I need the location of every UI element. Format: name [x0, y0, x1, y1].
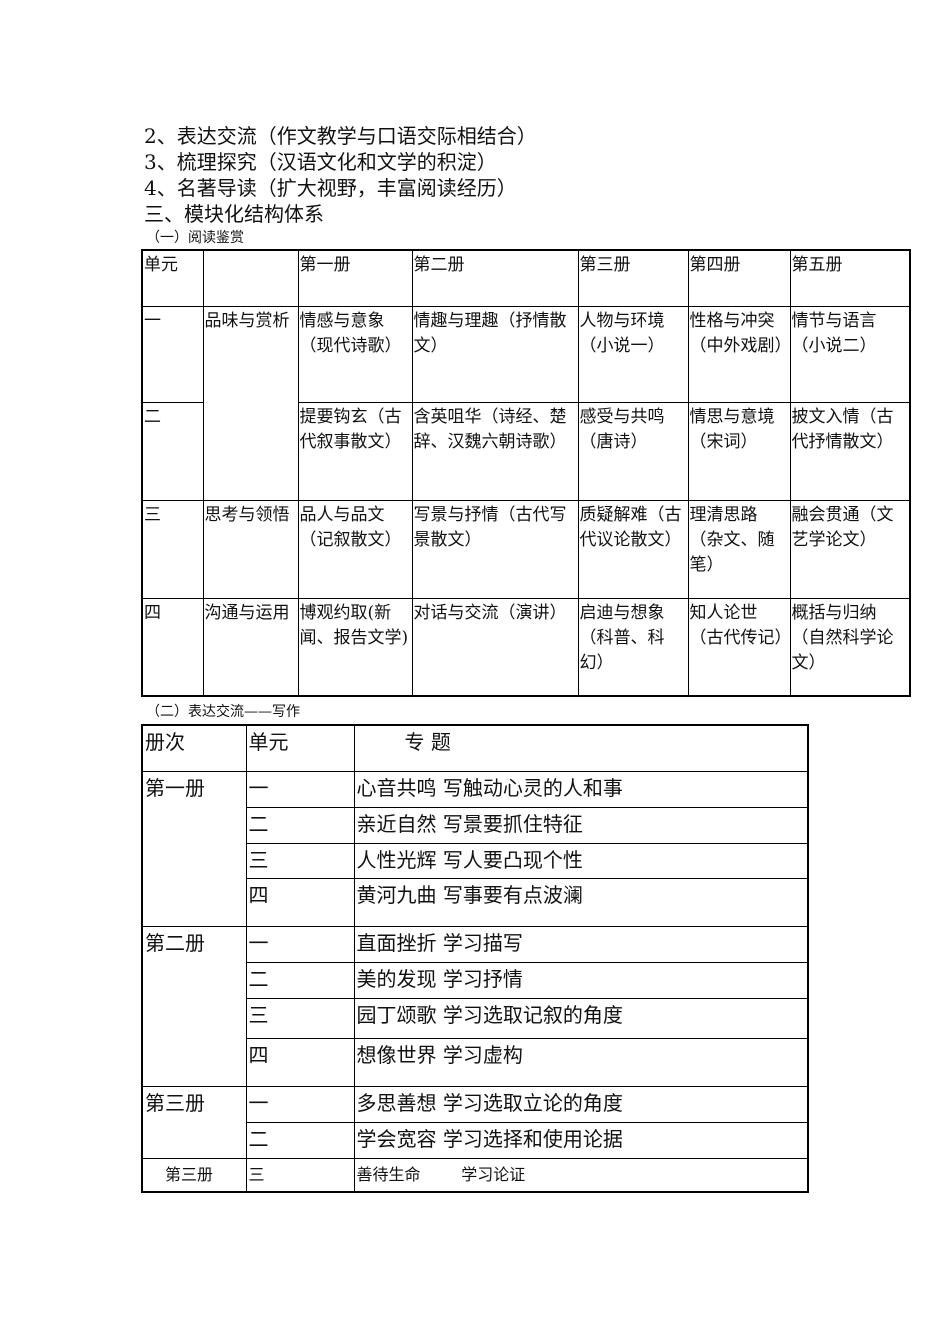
content-cell: 品人与品文（记叙散文）	[297, 499, 413, 599]
topic-cell: 多思善想 学习选取立论的角度	[353, 1085, 809, 1123]
book-cell: 第三册	[141, 1157, 247, 1192]
header-cell: 专 题	[353, 724, 809, 772]
reading-caption: （一）阅读鉴赏	[146, 230, 244, 246]
unit-cell: 一	[245, 770, 355, 808]
reading-header-row: 单元 第一册 第二册 第三册 第四册 第五册	[141, 249, 911, 307]
header-cell: 单元	[141, 249, 204, 307]
header-cell	[202, 249, 299, 307]
unit-cell: 二	[245, 806, 355, 844]
content-cell: 质疑解难（古代议论散文）	[577, 499, 689, 599]
unit-cell: 一	[245, 1085, 355, 1123]
table-row: 四 黄河九曲 写事要有点波澜	[142, 877, 809, 927]
content-cell: 对话与交流（演讲）	[411, 597, 579, 697]
topic-cell: 园丁颂歌 学习选取记叙的角度	[353, 997, 809, 1039]
header-cell: 第一册	[297, 249, 413, 307]
unit-cell: 三	[245, 842, 355, 879]
book-cell: 第二册	[141, 925, 247, 1087]
topic-cell: 心音共鸣 写触动心灵的人和事	[353, 770, 809, 808]
topic-cell: 学会宽容 学习选择和使用论据	[353, 1121, 809, 1159]
book-cell: 第三册	[141, 1085, 247, 1159]
theme-cell: 思考与领悟	[202, 499, 299, 599]
unit-cell: 四	[245, 1037, 355, 1087]
writing-header-row: 册次 单元 专 题	[141, 724, 809, 772]
content-cell: 感受与共鸣（唐诗）	[577, 401, 689, 501]
outline-line-3: 3、梳理探究（汉语文化和文学的积淀）	[144, 150, 497, 174]
topic-cell: 直面挫折 学习描写	[353, 925, 809, 963]
content-cell: 知人论世（古代传记）	[687, 597, 792, 697]
topic-cell: 想像世界 学习虚构	[353, 1037, 809, 1087]
theme-cell: 品味与赏析	[202, 305, 299, 501]
table-row: 三 思考与领悟 品人与品文（记叙散文） 写景与抒情（古代写景散文） 质疑解难（古…	[141, 499, 911, 599]
header-cell: 第二册	[411, 249, 579, 307]
theme-cell: 沟通与运用	[202, 597, 299, 697]
header-cell: 第五册	[789, 249, 911, 307]
table-row: 四 沟通与运用 博观约取(新闻、报告文学) 对话与交流（演讲） 启迪与想象（科普…	[141, 597, 911, 697]
topic-cell: 善待生命 学习论证	[353, 1157, 809, 1192]
content-cell: 博观约取(新闻、报告文学)	[297, 597, 413, 697]
header-cell: 第三册	[577, 249, 689, 307]
unit-cell: 二	[245, 961, 355, 999]
content-cell: 启迪与想象（科普、科幻）	[577, 597, 689, 697]
content-cell: 情思与意境（宋词）	[687, 401, 791, 501]
writing-caption: （二）表达交流——写作	[146, 704, 300, 720]
unit-cell: 二	[141, 401, 204, 501]
content-cell: 理清思路（杂文、随笔）	[687, 499, 791, 599]
topic-cell: 黄河九曲 写事要有点波澜	[353, 877, 809, 927]
content-cell: 情趣与理趣（抒情散文）	[411, 305, 579, 403]
header-cell: 单元	[245, 724, 355, 772]
unit-cell: 一	[141, 305, 204, 403]
unit-cell: 三	[245, 1157, 355, 1192]
table-row: 四 想像世界 学习虚构	[142, 1037, 809, 1087]
table-row: 二 美的发现 学习抒情	[142, 961, 809, 999]
content-cell: 人物与环境（小说一）	[577, 305, 689, 403]
content-cell: 性格与冲突（中外戏剧）	[687, 305, 792, 403]
reading-table: 单元 第一册 第二册 第三册 第四册 第五册 一 品味与赏析 情感与意象（现代诗…	[141, 249, 911, 697]
table-row: 第三册 一 多思善想 学习选取立论的角度	[141, 1085, 809, 1159]
outline-line-4: 4、名著导读（扩大视野，丰富阅读经历）	[144, 176, 517, 200]
header-cell: 第四册	[687, 249, 791, 307]
unit-cell: 三	[245, 997, 355, 1039]
unit-cell: 一	[245, 925, 355, 963]
content-cell: 含英咀华（诗经、楚辞、汉魏六朝诗歌）	[411, 401, 579, 501]
writing-table: 册次 单元 专 题 第一册 一 心音共鸣 写触动心灵的人和事 二 亲近自然 写景…	[141, 724, 809, 1193]
topic-cell: 人性光辉 写人要凸现个性	[353, 842, 809, 879]
unit-cell: 四	[141, 597, 204, 697]
topic-cell: 亲近自然 写景要抓住特征	[353, 806, 809, 844]
content-cell: 融会贯通（文艺学论文）	[789, 499, 911, 599]
content-cell: 披文入情（古代抒情散文）	[789, 401, 911, 501]
topic-cell: 美的发现 学习抒情	[353, 961, 809, 999]
unit-cell: 四	[245, 877, 355, 927]
outline-line-2: 2、表达交流（作文教学与口语交际相结合）	[144, 124, 537, 148]
book-cell: 第一册	[141, 770, 247, 927]
section-heading: 三、模块化结构体系	[144, 202, 324, 226]
header-cell: 册次	[141, 724, 247, 772]
table-row: 第三册 三 善待生命 学习论证	[141, 1157, 809, 1192]
content-cell: 情感与意象（现代诗歌）	[297, 305, 413, 403]
table-row: 二 学会宽容 学习选择和使用论据	[142, 1121, 809, 1159]
content-cell: 提要钩玄（古代叙事散文）	[297, 401, 413, 501]
content-cell: 写景与抒情（古代写景散文）	[411, 499, 579, 599]
content-cell: 概括与归纳（自然科学论文）	[789, 597, 911, 697]
table-row: 二 亲近自然 写景要抓住特征	[142, 806, 809, 844]
table-row: 第一册 一 心音共鸣 写触动心灵的人和事	[141, 770, 809, 927]
table-row: 二 提要钩玄（古代叙事散文） 含英咀华（诗经、楚辞、汉魏六朝诗歌） 感受与共鸣（…	[141, 401, 911, 501]
content-cell: 情节与语言（小说二）	[789, 305, 911, 403]
table-row: 一 品味与赏析 情感与意象（现代诗歌） 情趣与理趣（抒情散文） 人物与环境（小说…	[141, 305, 911, 501]
unit-cell: 三	[141, 499, 204, 599]
table-row: 三 人性光辉 写人要凸现个性	[142, 842, 809, 879]
unit-cell: 二	[245, 1121, 355, 1159]
table-row: 第二册 一 直面挫折 学习描写	[141, 925, 809, 1087]
